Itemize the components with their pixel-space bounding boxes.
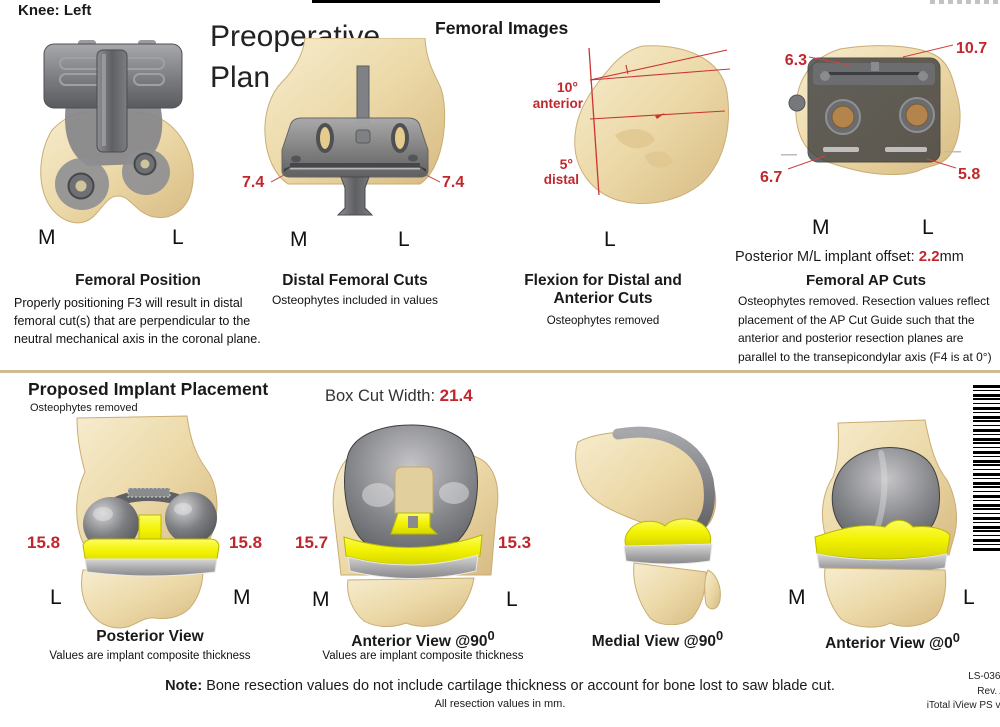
footer-note: Note: Bone resection values do not inclu… [0,678,1000,694]
box-cut-width-value: 21.4 [439,386,473,405]
anterior-0-title: Anterior View @00 [810,630,975,653]
flexion-image: 10° anterior 5° distal [533,45,730,204]
distal-cut-value-lateral: 7.4 [442,174,464,191]
flexion-subtitle: Osteophytes removed [546,315,660,327]
flexion-anterior-angle: 10° [557,79,578,95]
flexion-title-line2: Anterior Cuts [553,290,653,307]
medial-90-title-text: Medial View @90 [591,633,717,651]
ap-cut-value-bottom-lateral: 5.8 [958,166,980,183]
distal-femoral-cuts-image: 7.4 7.4 [242,38,464,216]
page-title-line2: Plan [210,61,271,95]
flexion-title-line1: Flexion for Distal and [524,272,682,289]
anterior-0-title-text: Anterior View @0 [825,635,953,653]
distal-cuts-title: Distal Femoral Cuts [282,272,428,289]
anterior-view-90-image: 15.7 15.3 [295,424,531,627]
distal-cuts-label-lateral: L [398,228,410,251]
knee-side-label: Knee: Left [18,2,92,19]
posterior-view-value-right: 15.8 [229,533,262,552]
posterior-view-value-left: 15.8 [27,533,60,552]
anterior-90-title-sup: 0 [487,628,495,643]
ap-cuts-description: Osteophytes removed. Resection values re… [738,294,992,364]
femoral-position-title: Femoral Position [75,272,201,289]
distal-cuts-subtitle: Osteophytes included in values [271,293,439,307]
implant-placement-subtitle: Osteophytes removed [30,402,138,414]
flexion-label-lateral: L [604,228,616,251]
medial-view-90-image [575,426,721,625]
posterior-view-title: Posterior View [96,628,204,645]
barcode [973,385,1000,551]
clipped-header-text [930,0,1000,4]
anterior-90-title-text: Anterior View @90 [351,633,488,651]
box-cut-width-line: Box Cut Width: 21.4 [325,386,473,406]
anterior-90-title: Anterior View @900 [318,628,528,651]
femoral-images-heading: Femoral Images [435,18,569,38]
flexion-anterior-label: anterior [533,96,584,111]
footer-note-label: Note: [165,678,203,694]
posterior-offset-line: Posterior M/L implant offset: 2.2mm [735,248,997,265]
anterior-0-label-left: M [788,586,806,609]
distal-cut-value-medial: 7.4 [242,174,264,191]
medial-90-title-sup: 0 [716,628,724,643]
femoral-position-description: Properly positioning F3 will result in d… [14,296,261,347]
anterior-90-value-right: 15.3 [498,533,531,552]
section-divider [0,370,1000,373]
ap-cuts-title: Femoral AP Cuts [805,272,927,289]
femoral-position-label-lateral: L [172,226,184,249]
ap-cut-value-bottom-medial: 6.7 [760,169,782,186]
doc-product: iTotal iView PS v1 [926,700,1000,711]
posterior-offset-value: 2.2 [918,248,940,265]
posterior-offset-unit: mm [939,249,964,265]
ap-cut-value-top-lateral: 10.7 [956,40,987,57]
flexion-distal-angle: 5° [560,156,573,172]
posterior-offset-label: Posterior M/L implant offset: [735,249,915,265]
medial-90-title: Medial View @900 [575,628,740,651]
distal-cuts-label-medial: M [290,228,308,251]
ap-cut-value-top-medial: 6.3 [785,52,807,69]
anterior-90-subtitle: Values are implant composite thickness [322,650,524,662]
anterior-90-label-left: M [312,588,330,611]
anterior-view-0-image [814,419,958,628]
femoral-position-label-medial: M [38,226,56,249]
box-cut-width-label: Box Cut Width: [325,387,436,405]
femoral-position-image [40,40,194,224]
footer-doc-info: LS-0367 Rev. A iTotal iView PS v1 [866,670,1000,714]
ap-cuts-label-medial: M [812,216,830,239]
anterior-90-value-left: 15.7 [295,533,328,552]
posterior-view-label-left: L [50,586,62,609]
doc-number: LS-0367 [968,671,1000,682]
anterior-0-label-right: L [963,586,975,609]
posterior-view-label-right: M [233,586,251,609]
footer-note-text: Bone resection values do not include car… [206,678,835,694]
posterior-view-subtitle: Values are implant composite thickness [49,650,251,662]
implant-placement-heading: Proposed Implant Placement [28,379,269,399]
anterior-0-title-sup: 0 [952,630,960,645]
page-title: Preoperative Plan [210,16,380,99]
ap-cuts-label-lateral: L [922,216,934,239]
anterior-90-label-right: L [506,588,518,611]
footer-note-sub: All resection values in mm. [434,698,566,710]
flexion-distal-label: distal [544,172,579,187]
top-divider-line [312,0,660,3]
femoral-ap-cuts-image: 6.3 10.7 6.7 5.8 [760,40,987,186]
doc-revision: Rev. A [977,685,1000,697]
flexion-title: Flexion for Distal and Anterior Cuts [498,272,708,308]
posterior-view-image: 15.8 15.8 [27,415,262,629]
